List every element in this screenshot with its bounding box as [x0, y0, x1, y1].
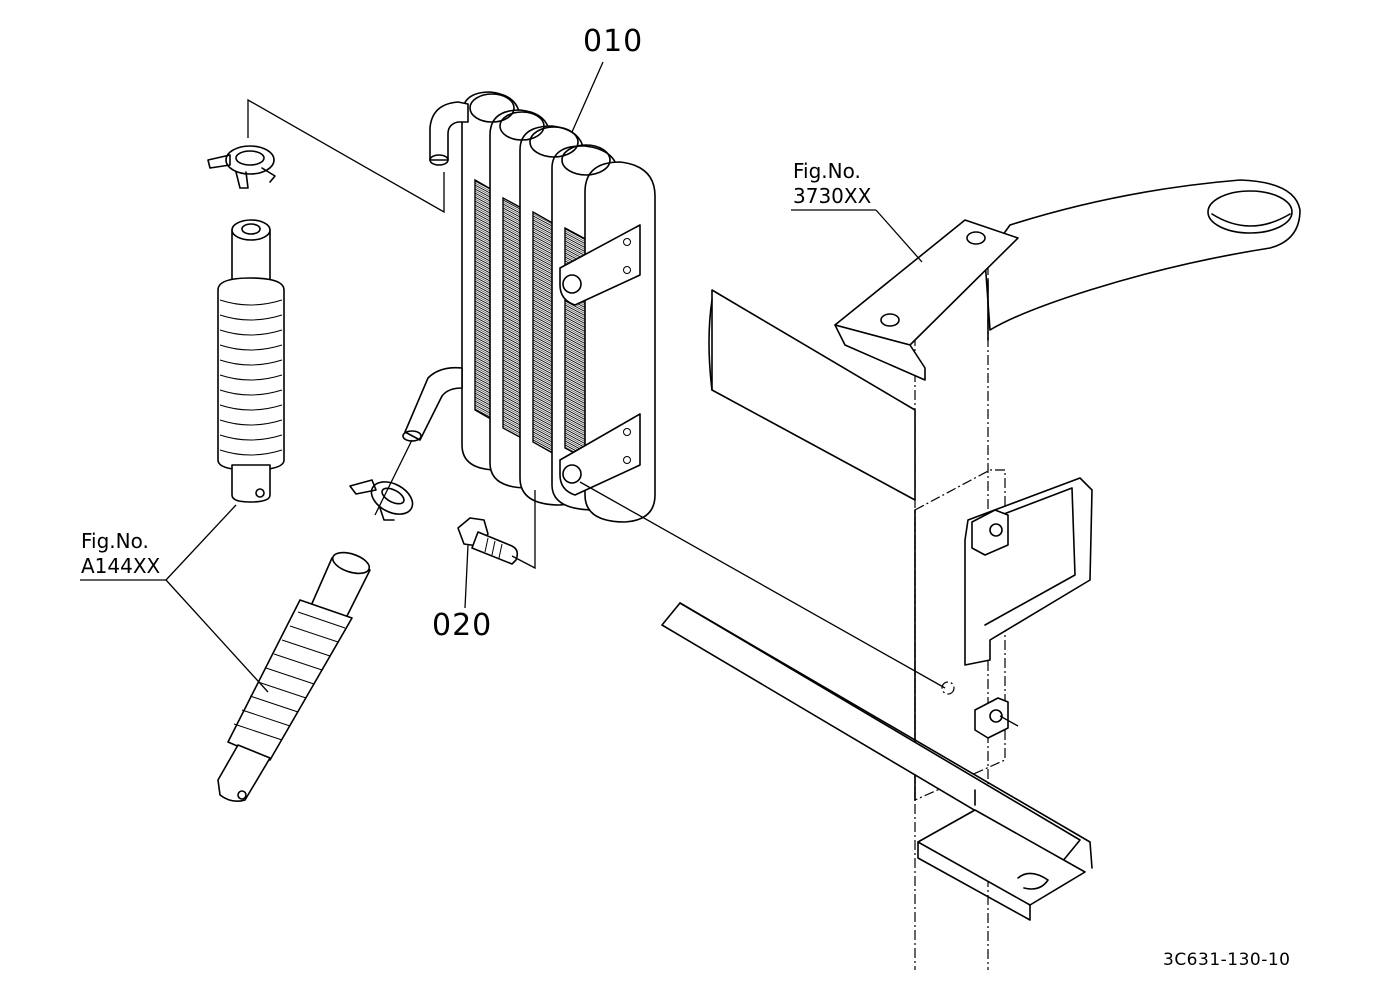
hose-clamp-upper	[207, 145, 276, 189]
figure-reference-a144: Fig.No. A144XX	[81, 529, 160, 579]
hose-clamp-lower	[349, 479, 414, 521]
figure-reference-caption: Fig.No.	[793, 159, 861, 183]
oil-cooler-010	[402, 91, 656, 523]
figure-reference-caption: Fig.No.	[81, 529, 149, 553]
hose-lower	[217, 551, 371, 802]
part-number-020: 020	[432, 608, 493, 643]
frame-assembly	[661, 179, 1301, 970]
figure-reference-number: A144XX	[81, 554, 161, 578]
leader-lines	[80, 61, 1019, 727]
figure-reference-3730: Fig.No. 3730XX	[793, 159, 871, 209]
drawing-id: 3C631-130-10	[1163, 950, 1291, 970]
part-number-010: 010	[583, 24, 644, 59]
bolt-020	[457, 517, 519, 565]
figure-reference-number: 3730XX	[793, 184, 872, 208]
hose-upper	[217, 219, 285, 503]
